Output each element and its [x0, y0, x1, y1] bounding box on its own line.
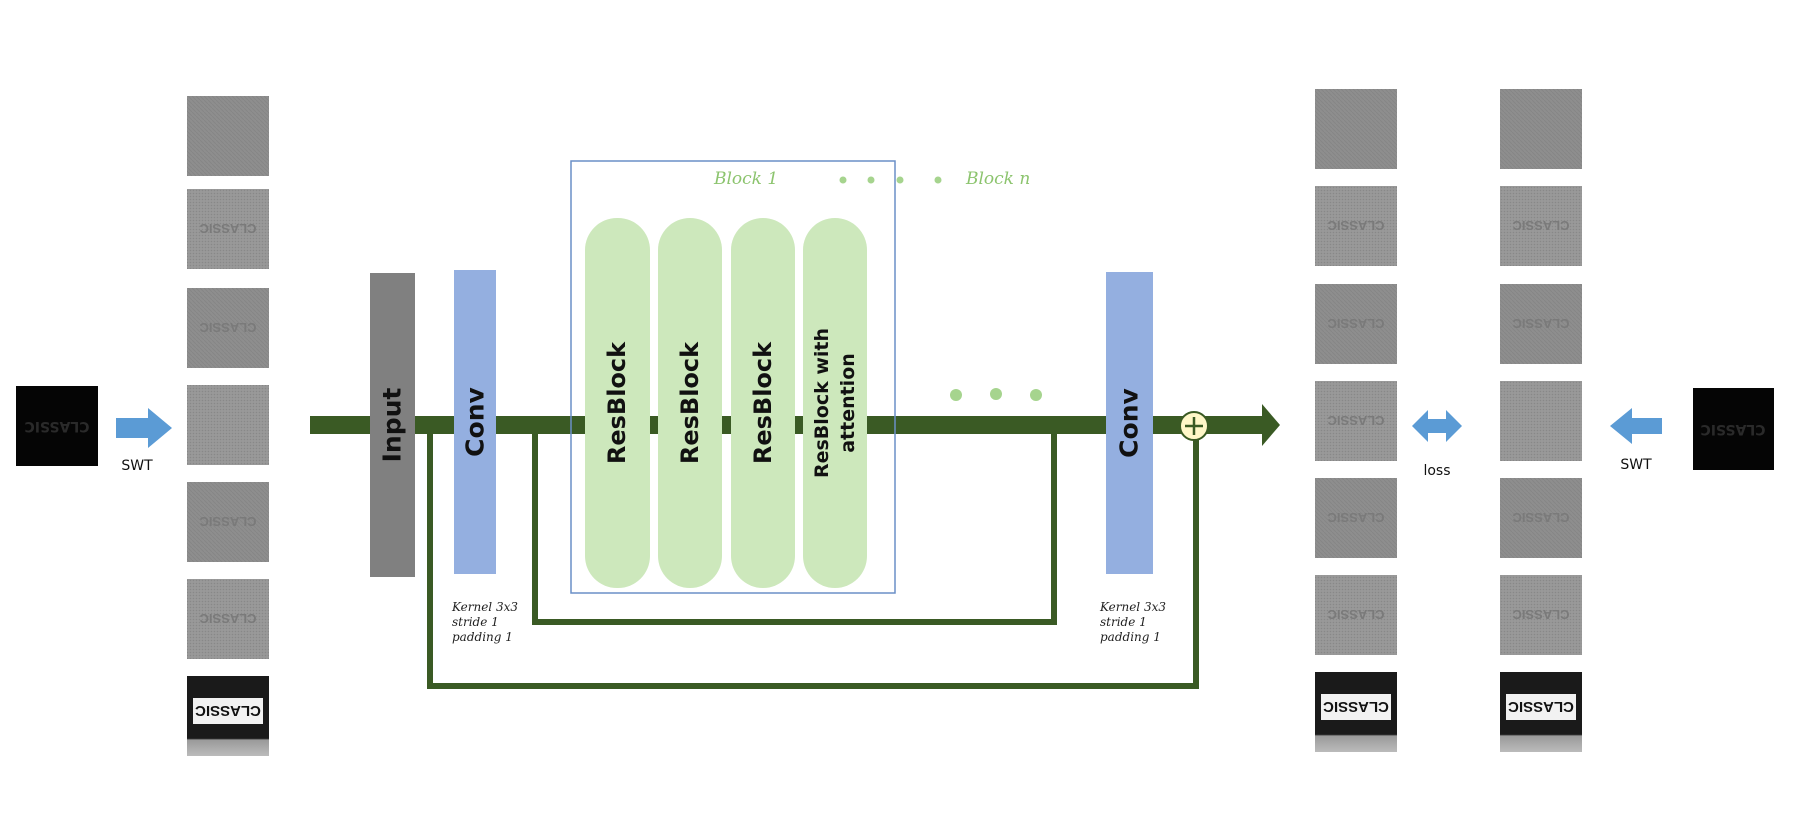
target-tile-3: CLASSIC: [1500, 284, 1582, 364]
output-tile-5-text: CLASSIC: [1327, 510, 1385, 525]
loss-arrow: [1412, 410, 1462, 442]
source-image-text: CLASSIC: [24, 418, 89, 434]
conv-first-stride: stride 1: [452, 615, 499, 629]
resblock-1: ResBlock: [585, 218, 650, 588]
output-tile-3-text: CLASSIC: [1327, 316, 1385, 331]
output-tile-4: CLASSIC: [1315, 381, 1397, 461]
input-tile-4: [187, 385, 269, 465]
target-tile-6-text: CLASSIC: [1512, 607, 1570, 622]
target-tile-2-text: CLASSIC: [1512, 218, 1570, 233]
target-tile-1: [1500, 89, 1582, 169]
output-tile-2-text: CLASSIC: [1327, 218, 1385, 233]
subband-column-output: CLASSIC CLASSIC CLASSIC CLASSIC CLASSIC CLASS…: [1315, 89, 1397, 752]
resblock-attention-label-2: attention: [837, 353, 859, 453]
target-tile-4: [1500, 381, 1582, 461]
input-tile-6: CLASSIC: [187, 579, 269, 659]
target-tile-7-text: CLASSIC: [1508, 698, 1574, 715]
output-tile-6: CLASSIC: [1315, 575, 1397, 655]
output-tile-6-text: CLASSIC: [1327, 607, 1385, 622]
block-1-label: Block 1: [713, 169, 778, 189]
swt-label-left: SWT: [121, 458, 153, 474]
target-tile-3-text: CLASSIC: [1512, 316, 1570, 331]
skip-connections: [427, 425, 1199, 689]
output-tile-5: CLASSIC: [1315, 478, 1397, 558]
resblock-attention-label-1: ResBlock with: [811, 328, 833, 478]
input-tile-2-text: CLASSIC: [199, 221, 257, 236]
input-tile-3: CLASSIC: [187, 288, 269, 368]
block-n-label: Block n: [965, 169, 1030, 189]
output-tile-2: CLASSIC: [1315, 186, 1397, 266]
input-block: Input: [370, 273, 415, 577]
input-tile-1: [187, 96, 269, 176]
conv-first-kernel: Kernel 3x3: [451, 600, 518, 614]
ellipsis-dots-middle: [950, 388, 1042, 401]
source-image: CLASSIC: [16, 386, 98, 466]
resblock-attention: ResBlock with attention: [803, 218, 867, 588]
conv-last-params: Kernel 3x3 stride 1 padding 1: [1099, 600, 1166, 644]
conv-last-label: Conv: [1115, 388, 1144, 458]
target-image: CLASSIC: [1693, 388, 1774, 470]
conv-last-stride: stride 1: [1100, 615, 1147, 629]
target-tile-6: CLASSIC: [1500, 575, 1582, 655]
conv-last: Conv: [1106, 272, 1153, 574]
target-tile-5-text: CLASSIC: [1512, 510, 1570, 525]
subband-column-target: CLASSIC CLASSIC CLASSIC CLASSIC CLASSIC: [1500, 89, 1582, 752]
conv-last-kernel: Kernel 3x3: [1099, 600, 1166, 614]
resblock-1-label: ResBlock: [603, 341, 631, 464]
output-tile-3: CLASSIC: [1315, 284, 1397, 364]
conv-first-params: Kernel 3x3 stride 1 padding 1: [451, 600, 518, 644]
output-tile-4-text: CLASSIC: [1327, 413, 1385, 428]
output-tile-7: CLASSIC: [1315, 672, 1397, 752]
input-tile-3-text: CLASSIC: [199, 320, 257, 335]
input-tile-6-text: CLASSIC: [199, 611, 257, 626]
input-tile-2: CLASSIC: [187, 189, 269, 269]
conv-first-padding: padding 1: [452, 630, 513, 644]
resblock-2: ResBlock: [658, 218, 722, 588]
block-group-frame: [570, 160, 896, 594]
resblock-2-label: ResBlock: [676, 341, 704, 464]
input-tile-5: CLASSIC: [187, 482, 269, 562]
input-tile-5-text: CLASSIC: [199, 514, 257, 529]
target-tile-5: CLASSIC: [1500, 478, 1582, 558]
loss-label: loss: [1423, 463, 1450, 479]
resblock-3-label: ResBlock: [749, 341, 777, 464]
target-tile-7: CLASSIC: [1500, 672, 1582, 752]
swt-arrow-right: [1610, 408, 1662, 444]
input-tile-7: CLASSIC: [187, 676, 269, 756]
swt-arrow-left: [116, 408, 172, 448]
ellipsis-dots-top: [839, 176, 942, 184]
sum-node: [1179, 411, 1209, 441]
output-tile-7-text: CLASSIC: [1323, 698, 1389, 715]
swt-label-right: SWT: [1620, 457, 1652, 473]
input-tile-7-text: CLASSIC: [195, 702, 261, 719]
output-tile-1: [1315, 89, 1397, 169]
input-block-label: Input: [378, 388, 407, 463]
subband-column-input: CLASSIC CLASSIC CLASSIC CLASSIC CLASSIC: [187, 96, 269, 756]
resblock-3: ResBlock: [731, 218, 795, 588]
conv-last-padding: padding 1: [1100, 630, 1161, 644]
conv-first-label: Conv: [461, 387, 490, 457]
conv-first: Conv: [454, 270, 496, 574]
target-image-text: CLASSIC: [1700, 421, 1765, 437]
target-tile-2: CLASSIC: [1500, 186, 1582, 266]
